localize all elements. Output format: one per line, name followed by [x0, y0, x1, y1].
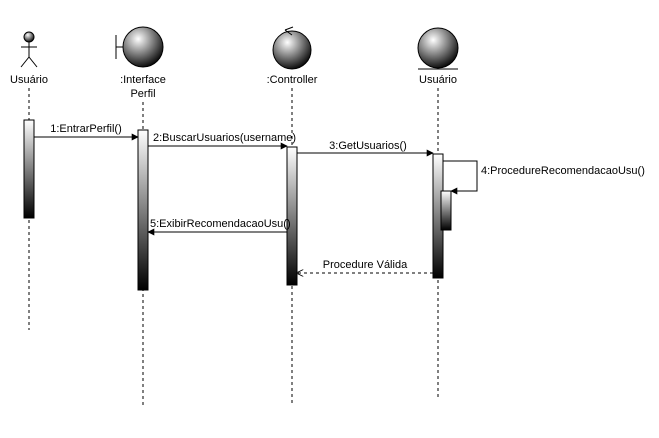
participant-boundary-interface-perfil: :Interface Perfil	[115, 26, 166, 405]
message-label: 5:ExibirRecomendacaoUsu()	[150, 218, 291, 230]
message-buscar-usuarios: 2:BuscarUsuarios(username)	[148, 132, 296, 150]
participant-name: Usuário	[419, 74, 457, 86]
activation-bar	[137, 129, 149, 291]
actor-icon	[20, 31, 38, 68]
message-label: 4:ProcedureRecomendacaoUsu()	[481, 165, 645, 177]
participant-actor-usuario: Usuário	[10, 31, 48, 330]
participant-entity-usuario: Usuário	[417, 27, 459, 397]
activation-bar-nested	[440, 190, 452, 231]
entity-icon	[417, 27, 459, 70]
activation-bar	[23, 119, 35, 219]
message-label: 2:BuscarUsuarios(username)	[153, 132, 296, 144]
message-exibir-recomendacao: 5:ExibirRecomendacaoUsu()	[147, 218, 291, 236]
message-arrow	[443, 160, 478, 195]
participant-name: Usuário	[10, 74, 48, 86]
message-entrar-perfil: 1:EntrarPerfil()	[34, 123, 139, 141]
participant-name-line2: Perfil	[130, 88, 155, 100]
participant-name-line1: :Interface	[120, 74, 166, 86]
boundary-icon	[115, 26, 164, 68]
message-label: Procedure Válida	[323, 259, 408, 271]
message-get-usuarios: 3:GetUsuarios()	[297, 140, 434, 157]
message-procedure-valida: Procedure Válida	[297, 259, 433, 273]
message-procedure-recomendacao: 4:ProcedureRecomendacaoUsu()	[443, 160, 645, 195]
participant-name: :Controller	[267, 74, 318, 86]
message-label: 1:EntrarPerfil()	[50, 123, 122, 135]
activation-bar	[286, 146, 298, 286]
participant-control-controller: :Controller	[267, 26, 318, 405]
control-icon	[272, 26, 312, 70]
message-label: 3:GetUsuarios()	[329, 140, 407, 152]
